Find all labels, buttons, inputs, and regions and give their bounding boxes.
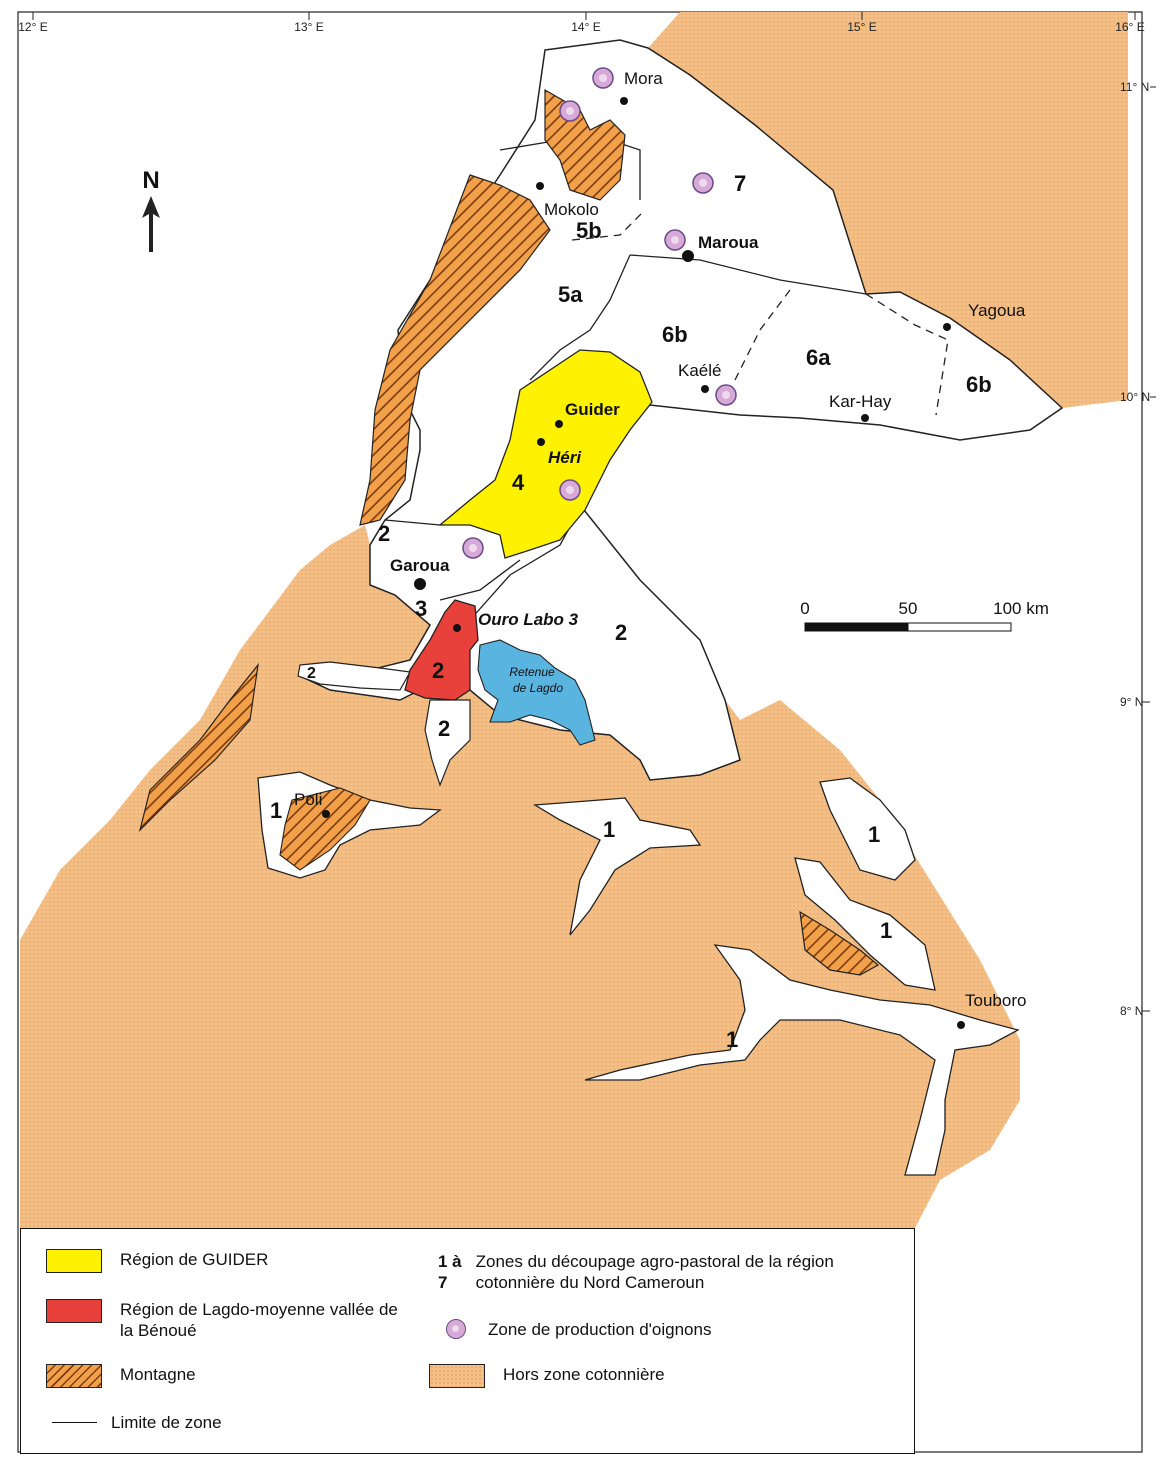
onion-icon (559, 100, 581, 122)
place-mora: Mora (624, 69, 663, 88)
lat-9: 9° N (1120, 695, 1143, 709)
swatch-hors (429, 1364, 485, 1388)
scale-bar: 0 50 100 km (800, 599, 1049, 632)
legend-item-zones: 1 à 7 Zones du découpage agro-pastoral d… (438, 1251, 908, 1293)
legend-label-guider: Région de GUIDER (120, 1250, 269, 1269)
north-arrow-icon (142, 196, 160, 252)
zone-label-3: 3 (415, 596, 427, 621)
swatch-montagne (46, 1364, 102, 1388)
zone-label-4: 4 (512, 470, 525, 495)
zone-label-6b: 6b (662, 322, 688, 347)
lon-16: 16° E (1115, 20, 1144, 34)
scale-tick-50: 50 (899, 599, 918, 618)
legend-label-limite: Limite de zone (111, 1413, 222, 1432)
onion-icon (592, 67, 614, 89)
scale-tick-0: 0 (800, 599, 809, 618)
zone-label-2-spur: 2 (438, 716, 450, 741)
legend-label-montagne: Montagne (120, 1365, 196, 1384)
place-mokolo: Mokolo (544, 200, 599, 219)
north-label: N (142, 167, 159, 194)
mountain-southeast (799, 910, 880, 976)
scale-tick-100: 100 km (993, 599, 1049, 618)
onion-icon (462, 537, 484, 559)
legend-item-montagne: Montagne (46, 1364, 406, 1388)
place-maroua: Maroua (698, 233, 759, 252)
hors-zone-northeast (648, 12, 1128, 408)
place-lagdo-1: Retenue (509, 665, 555, 679)
legend: Région de GUIDER Région de Lagdo-moyenne… (20, 1228, 915, 1454)
onion-markers (462, 67, 737, 559)
legend-zones-key: 1 à 7 (438, 1252, 462, 1292)
legend-label-lagdo: Région de Lagdo-moyenne vallée de la Bén… (120, 1300, 398, 1340)
zone-1-east2 (794, 857, 936, 991)
zone-2-spur (424, 699, 471, 787)
region-lagdo (404, 599, 479, 701)
region-guider (438, 349, 653, 559)
zone-label-6b-east: 6b (966, 372, 992, 397)
zone-label-5b: 5b (576, 218, 602, 243)
swatch-lagdo (46, 1299, 102, 1323)
legend-item-guider: Région de GUIDER (46, 1249, 406, 1273)
legend-label-hors: Hors zone cotonnière (503, 1365, 665, 1384)
mountain-poli (279, 787, 371, 871)
dashed-boundaries (571, 209, 949, 416)
zone-label-1-poli: 1 (270, 798, 282, 823)
zone-label-5a: 5a (558, 282, 583, 307)
zone-1-south (584, 944, 1020, 1176)
place-heri: Héri (548, 448, 582, 467)
place-touboro: Touboro (965, 991, 1026, 1010)
zone-label-7: 7 (734, 171, 746, 196)
legend-item-lagdo: Région de Lagdo-moyenne vallée de la Bén… (46, 1299, 406, 1341)
town-dots (322, 97, 965, 1029)
place-poli: Poli (294, 790, 322, 809)
legend-label-oignons: Zone de production d'oignons (488, 1320, 712, 1339)
place-guider: Guider (565, 400, 620, 419)
zone-label-2-north: 2 (378, 521, 390, 546)
legend-item-limite: Limite de zone (46, 1412, 406, 1433)
longitude-ticks (32, 12, 1136, 20)
lat-10: 10° N (1120, 390, 1150, 404)
zone-label-1-south: 1 (726, 1027, 738, 1052)
zone-label-1-east2: 1 (880, 918, 892, 943)
zone-label-1-east: 1 (868, 822, 880, 847)
zone-label-2-east: 2 (615, 620, 627, 645)
lat-8: 8° N (1120, 1004, 1143, 1018)
zone-label-6a: 6a (806, 345, 831, 370)
place-kar-hay: Kar-Hay (829, 392, 892, 411)
place-yagoua: Yagoua (968, 301, 1026, 320)
place-lagdo-2: de Lagdo (513, 681, 563, 695)
line-limite (52, 1422, 97, 1423)
legend-item-hors: Hors zone cotonnière (429, 1364, 899, 1388)
lon-15: 15° E (847, 20, 876, 34)
north-arrow: N (142, 167, 160, 252)
lon-13: 13° E (294, 20, 323, 34)
lon-12: 12° E (18, 20, 47, 34)
zone-1-east (819, 777, 916, 881)
place-ouro-labo: Ouro Labo 3 (478, 610, 579, 629)
mountain-northwest (359, 174, 551, 526)
lat-11: 11° N (1120, 80, 1149, 94)
zone-label-1-center: 1 (603, 817, 615, 842)
legend-label-zones: Zones du découpage agro-pastoral de la r… (475, 1252, 834, 1292)
hors-zone-south (20, 525, 1020, 1228)
mountain-west (138, 662, 259, 832)
onion-icon (715, 384, 737, 406)
place-kaele: Kaélé (678, 361, 721, 380)
zone-label-2-west: 2 (307, 665, 316, 682)
zone-2-west (297, 661, 411, 691)
swatch-guider (46, 1249, 102, 1273)
place-garoua: Garoua (390, 556, 450, 575)
reservoir-lagdo (477, 639, 596, 746)
onion-icon (664, 229, 686, 251)
zone-1-center (532, 797, 702, 936)
onion-icon (559, 479, 581, 501)
onion-icon (692, 172, 714, 194)
onion-icon (446, 1319, 466, 1339)
zone-label-2-lagdo: 2 (432, 658, 444, 683)
lon-14: 14° E (571, 20, 600, 34)
legend-item-oignons: Zone de production d'oignons (438, 1319, 908, 1340)
